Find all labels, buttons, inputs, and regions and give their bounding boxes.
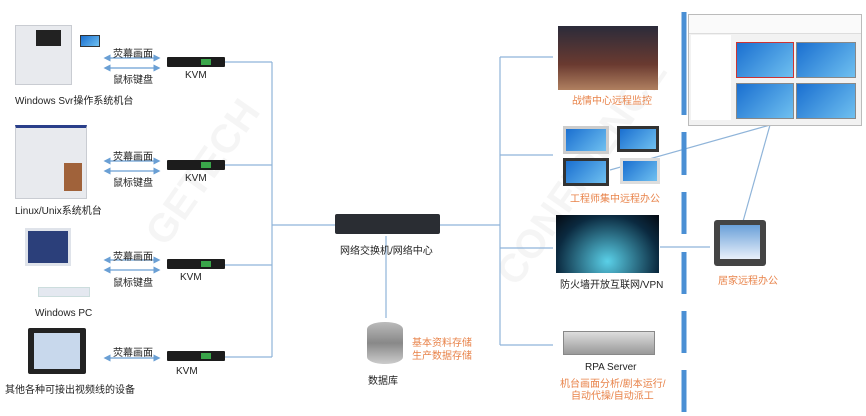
- device-label: Windows Svr操作系统机台: [15, 96, 134, 107]
- database-desc-1: 基本资料存储: [412, 338, 472, 349]
- hmi-panel-image: [28, 328, 86, 374]
- screen-signal-label: 荧幕画面: [113, 49, 153, 60]
- kvm-label: KVM: [185, 173, 207, 184]
- monitor-image: [80, 35, 100, 47]
- monitor-icon: [620, 158, 660, 184]
- home-office-label: 居家远程办公: [718, 276, 778, 287]
- control-room-image: [558, 26, 658, 90]
- rpa-title: RPA Server: [585, 362, 637, 373]
- device-label: 其他各种可接出视频线的设备: [5, 385, 135, 396]
- kvm-label: KVM: [176, 366, 198, 377]
- rpa-desc-1: 机台画面分析/剧本运行/: [560, 379, 666, 390]
- keyboard-image: [38, 287, 90, 297]
- kvm-device: [167, 160, 225, 170]
- input-signal-label: 鼠标键盘: [113, 75, 153, 86]
- network-switch-image: [335, 214, 440, 234]
- home-monitor-image: [714, 220, 766, 266]
- rpa-desc-2: 自动代操/自动派工: [571, 391, 654, 402]
- control-room-label: 战情中心远程监控: [572, 96, 652, 107]
- windows-pc-image: [25, 228, 71, 266]
- device-label: Windows PC: [35, 308, 93, 319]
- kvm-device: [167, 259, 225, 269]
- kvm-label: KVM: [185, 70, 207, 81]
- database-label: 数据库: [368, 376, 398, 387]
- screen-signal-label: 荧幕画面: [113, 348, 153, 359]
- windows-server-machine-image: [15, 25, 72, 85]
- engineer-label: 工程师集中远程办公: [570, 194, 660, 205]
- internet-map-image: [556, 215, 659, 273]
- kvm-label: KVM: [180, 272, 202, 283]
- monitoring-software-screenshot: [688, 14, 862, 126]
- database-desc-2: 生产数据存储: [412, 351, 472, 362]
- screen-signal-label: 荧幕画面: [113, 152, 153, 163]
- screen-signal-label: 荧幕画面: [113, 252, 153, 263]
- switch-label: 网络交换机/网络中心: [340, 246, 433, 257]
- kvm-device: [167, 351, 225, 361]
- monitor-icon: [563, 126, 609, 154]
- vpn-label: 防火墙开放互联网/VPN: [560, 280, 664, 291]
- database-icon: [367, 322, 403, 364]
- kvm-device: [167, 57, 225, 67]
- rpa-server-image: [563, 331, 655, 355]
- input-signal-label: 鼠标键盘: [113, 178, 153, 189]
- device-label: Linux/Unix系统机台: [15, 206, 102, 217]
- monitor-icon: [617, 126, 659, 152]
- monitor-icon: [563, 158, 609, 186]
- linux-machine-image: [15, 125, 87, 199]
- input-signal-label: 鼠标键盘: [113, 278, 153, 289]
